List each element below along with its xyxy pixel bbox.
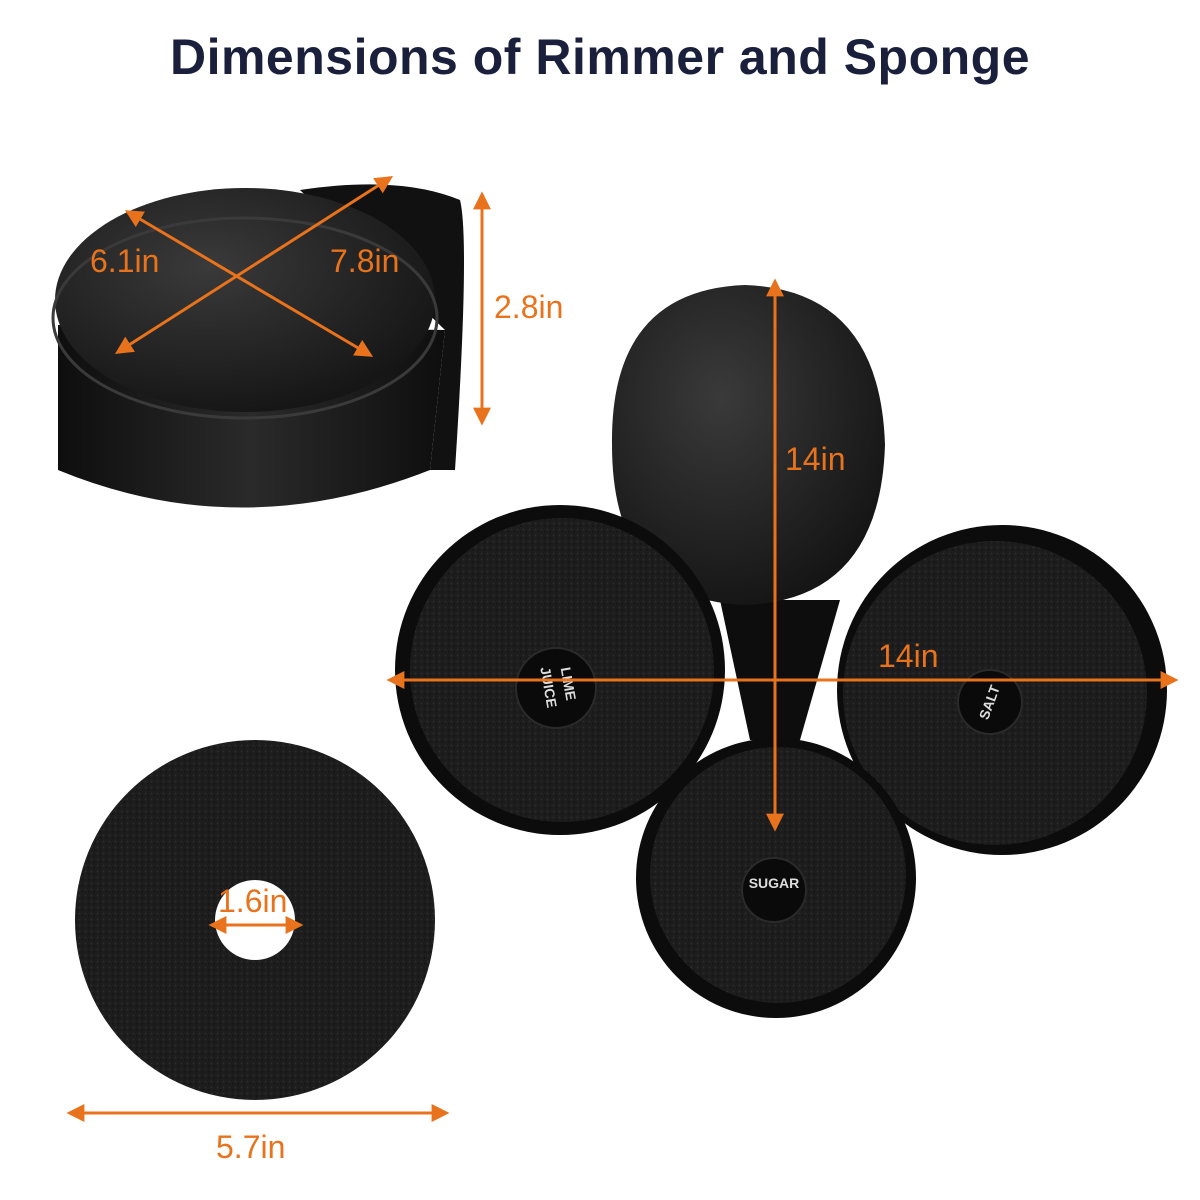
rimmer-lid (55, 188, 435, 412)
height-label: 2.8in (494, 289, 563, 325)
rimmer-spout (300, 184, 464, 470)
rimmer-hub (720, 600, 840, 740)
opened-lid (611, 285, 885, 605)
open-height-label: 14in (785, 441, 846, 477)
sponge-ring (75, 740, 435, 1100)
sponge-diameter-label: 5.7in (216, 1129, 285, 1165)
open-width-label: 14in (878, 638, 939, 674)
top-diagonal-label: 7.8in (330, 243, 399, 279)
top-width-arrow (114, 176, 394, 354)
page-title: Dimensions of Rimmer and Sponge (169, 29, 1031, 85)
opened-rimmer: LIME JUICE SALT SUGAR (395, 285, 1167, 1018)
sugar-cap (741, 857, 807, 923)
sugar-label: SUGAR (749, 875, 800, 891)
closed-rimmer: 6.1in 7.8in (51, 176, 464, 508)
sponge-body (75, 740, 435, 1100)
sponge-hole-label: 1.6in (218, 883, 287, 919)
top-width-label: 6.1in (90, 243, 159, 279)
